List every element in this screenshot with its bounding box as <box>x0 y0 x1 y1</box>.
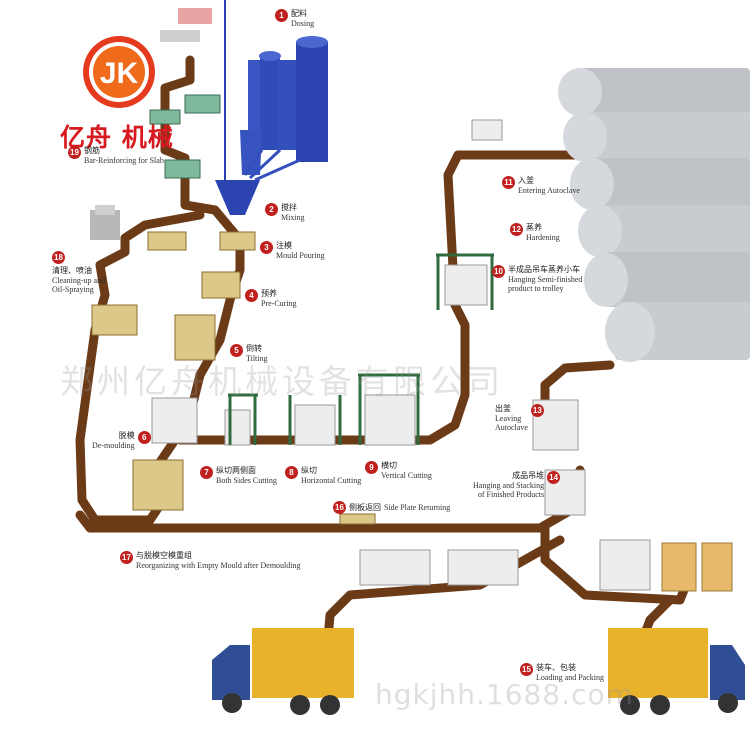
step-label-cn: 纵切 <box>301 466 317 475</box>
dosing-silos <box>215 0 328 215</box>
step-label-en: Side Plate Returning <box>384 502 451 512</box>
packed-products <box>661 542 733 592</box>
step-label-en: Dosing <box>291 19 315 28</box>
step-number-badge: 10 <box>492 265 505 278</box>
step-label-en: Vertical Cutting <box>381 471 432 480</box>
step-label-cn: 预养 <box>261 289 277 298</box>
step-number-badge: 1 <box>275 9 288 22</box>
step-number-badge: 15 <box>520 663 533 676</box>
cleaning-station <box>90 205 120 240</box>
reinforcing-cages <box>149 94 221 179</box>
step-number-badge: 11 <box>502 176 515 189</box>
step-number-badge: 8 <box>285 466 298 479</box>
step-label-en: Tilting <box>246 354 268 363</box>
step-label-cn: 出釜 <box>495 404 511 413</box>
brand-logo: JK <box>83 36 155 108</box>
step-number-badge: 16 <box>333 501 346 514</box>
step-label-cn: 清理、喷油 <box>52 266 92 275</box>
step-label-en: Pre-Curing <box>261 299 297 308</box>
step-label-en: Horizontal Cutting <box>301 476 362 485</box>
site-watermark: hgkjhh.1688.com <box>375 678 634 711</box>
step-label-cn: 入釜 <box>518 176 534 185</box>
step-number-badge: 7 <box>200 466 213 479</box>
step-label-en: Mould Pouring <box>276 251 325 260</box>
step-label-en-line2: product to trolley <box>508 284 564 293</box>
step-label-cn: 倒转 <box>246 344 262 353</box>
step-label-en: Leaving <box>495 414 522 423</box>
step-label-en-line2: Oil-Spraying <box>52 285 94 294</box>
truck-right <box>608 628 745 715</box>
step-number-badge: 18 <box>52 251 65 264</box>
step-number-badge: 12 <box>510 223 523 236</box>
logo-letters: JK <box>100 57 139 90</box>
step-number-badge: 3 <box>260 241 273 254</box>
step-number-badge: 14 <box>547 471 561 484</box>
step-number-badge: 17 <box>120 551 133 564</box>
autoclaves <box>558 68 750 362</box>
step-label-cn: 纵切两侧面 <box>216 466 256 475</box>
step-number-badge: 6 <box>137 431 151 444</box>
step-number-badge: 2 <box>265 203 278 216</box>
step-label-en: Hanging Semi-finished <box>508 275 583 284</box>
step-label-cn: 横切 <box>381 461 397 470</box>
step-label-cn: 钢筋 <box>84 146 100 155</box>
step-label-en-line2: of Finished Products <box>477 490 545 499</box>
step-number-badge: 4 <box>245 289 258 302</box>
step-label-en: Hardening <box>526 233 560 242</box>
step-label-cn: 半成品吊车蒸养小车 <box>508 265 580 274</box>
step-number-badge: 9 <box>365 461 378 474</box>
step-label-en: Loading and Packing <box>536 673 604 682</box>
step-label-cn: 与脱模空模重组 <box>136 551 192 560</box>
step-label-en: Hanging and Stacking <box>473 481 545 490</box>
step-label-en: Mixing <box>281 213 305 222</box>
step-label-en: Entering Autoclave <box>518 186 580 195</box>
step-label-en: Reorganizing with Empty Mould after Demo… <box>136 561 301 570</box>
step-label-en: Cleaning-up and <box>52 276 106 285</box>
step-label-cn: 搅拌 <box>281 203 297 212</box>
step-label-en-line2: Autoclave <box>495 423 528 432</box>
step-number-badge: 5 <box>230 344 243 357</box>
step-label-cn: 配料 <box>291 9 307 18</box>
step-label-en: De-moulding <box>92 441 135 450</box>
steel-bars <box>160 8 212 42</box>
step-label-cn: 成品吊堆 <box>512 471 545 480</box>
company-watermark: 郑州亿舟机械设备有限公司 <box>60 362 504 401</box>
step-label-cn: 注模 <box>276 241 292 250</box>
step-label-en: Both Sides Cutting <box>216 476 277 485</box>
step-number-badge: 19 <box>68 146 81 159</box>
step-label-cn: 装车、包装 <box>536 663 576 672</box>
moulds <box>91 231 376 525</box>
cutting-machines <box>228 253 494 445</box>
truck-left <box>212 628 354 715</box>
step-number-badge: 13 <box>530 404 544 417</box>
step-label-en: Bar-Reinforcing for Slab <box>84 156 164 165</box>
step-label-cn: 侧板返回 <box>349 502 381 512</box>
step-label-cn: 脱模 <box>118 431 135 440</box>
aerated-blocks <box>151 119 651 591</box>
step-label-cn: 蒸养 <box>526 223 542 232</box>
